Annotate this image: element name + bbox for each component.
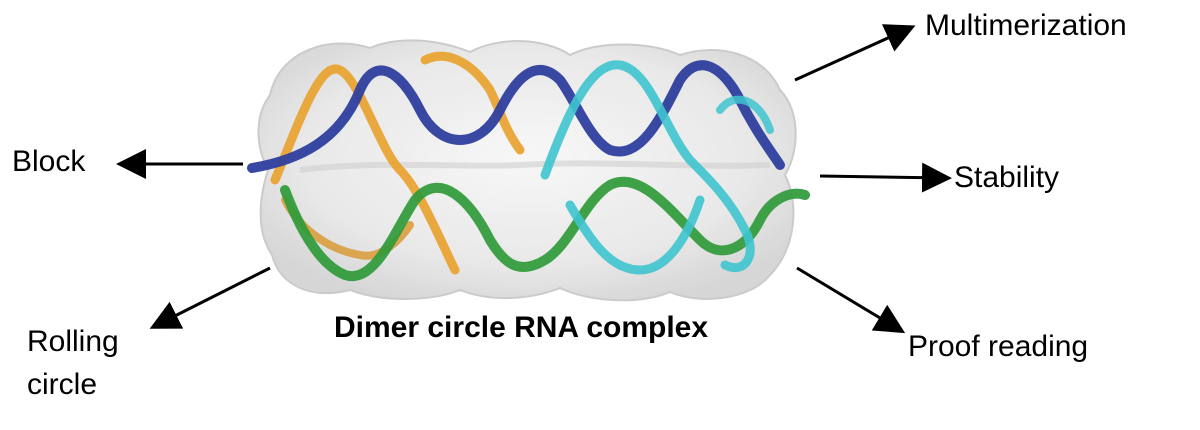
cyan-strand [540, 60, 755, 275]
rna-ribbons [247, 51, 810, 282]
label-multimerization: Multimerization [925, 9, 1127, 42]
label-rolling: Rolling [27, 325, 119, 358]
orange-strand [270, 51, 525, 275]
label-block: Block [12, 145, 86, 178]
blue-strand [247, 60, 785, 173]
arrow-rolling-circle [149, 266, 271, 329]
label-circle: circle [27, 368, 98, 401]
green-strand [280, 176, 810, 282]
cyan-strand-right [716, 95, 774, 134]
arrow-multimerization [794, 24, 916, 82]
label-proof-reading: Proof reading [908, 330, 1089, 363]
arrow-proof-reading [796, 266, 906, 334]
diagram-title: Dimer circle RNA complex [334, 311, 709, 344]
arrow-stability [819, 162, 952, 193]
arrows [116, 24, 952, 334]
label-stability: Stability [954, 161, 1060, 194]
